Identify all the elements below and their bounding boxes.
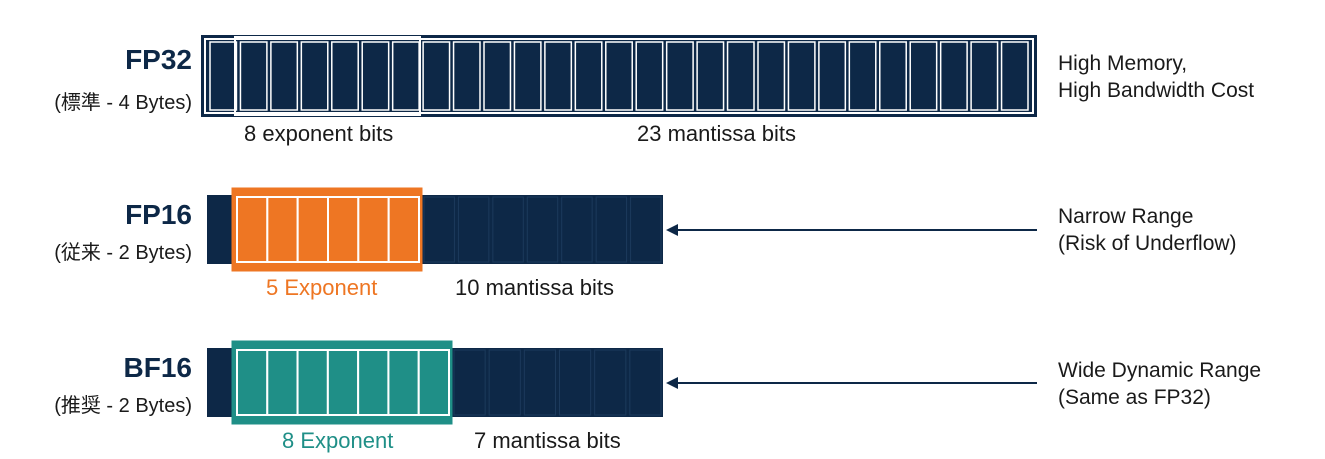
fp32-exponent-bit (331, 41, 359, 111)
fp16-mantissa-label: 10 mantissa bits (455, 275, 614, 300)
fp16-exponent-bit (236, 196, 269, 263)
bf16-mantissa-bit (594, 349, 627, 416)
bf16-note-line1: Wide Dynamic Range (1058, 359, 1262, 382)
fp16-subtitle: (従来 - 2 Bytes) (54, 242, 192, 264)
fp16-exponent-bit (327, 196, 360, 263)
fp32-exponent-bit (239, 41, 268, 111)
bf16-exponent-bit (236, 349, 269, 416)
fp32-mantissa-bit (970, 41, 999, 111)
fp16-mantissa-bit (561, 196, 593, 263)
fp32-mantissa-bit (787, 41, 816, 111)
fp16-exponent-bit (296, 196, 329, 263)
fp32-exponent-bit (270, 41, 299, 111)
fp32-mantissa-bit (513, 41, 542, 111)
bf16-mantissa-bit (629, 349, 662, 416)
fp16-mantissa-bit (595, 196, 628, 263)
fp16-title: FP16 (125, 199, 192, 230)
fp32-mantissa-bit (879, 41, 907, 111)
bf16-note: Wide Dynamic Range (Same as FP32) (1058, 357, 1261, 411)
fp16-mantissa-bit (526, 196, 559, 263)
bf16-mantissa-bit (453, 349, 486, 416)
fp32-exponent-bit (391, 41, 420, 111)
fp16-mantissa-bit (630, 196, 662, 263)
fp32-mantissa-bit (726, 41, 755, 111)
bf16-exponent-bit (387, 349, 420, 416)
fp16-arrow-head-icon (666, 224, 678, 236)
fp32-mantissa-bit (422, 41, 451, 111)
fp32-note-line2: High Bandwidth Cost (1058, 79, 1255, 102)
fp16-note: Narrow Range (Risk of Underflow) (1058, 203, 1237, 257)
bf16-mantissa-bit (559, 349, 592, 416)
fp16-exponent-bit (266, 196, 299, 263)
fp32-exponent-group (234, 36, 421, 116)
fp32-mantissa-bit (605, 41, 633, 111)
bf16-note-line2: (Same as FP32) (1058, 386, 1211, 409)
fp32-mantissa-bit (452, 41, 481, 111)
fp32-mantissa-bit (818, 41, 847, 111)
fp32-title: FP32 (125, 44, 192, 75)
fp32-mantissa-bit (909, 41, 938, 111)
fp32-mantissa-bit (483, 41, 512, 111)
fp32-mantissa-bit (757, 41, 786, 111)
fp32-note: High Memory, High Bandwidth Cost (1058, 50, 1254, 104)
bf16-sign-bit (209, 350, 233, 415)
bf16-mantissa-bit (488, 349, 521, 416)
fp16-note-line2: (Risk of Underflow) (1058, 232, 1237, 255)
fp32-mantissa-bit (848, 41, 877, 111)
fp16-mantissa-bit (492, 196, 524, 263)
fp32-mantissa-bit (939, 41, 968, 111)
bf16-subtitle: (推奨 - 2 Bytes) (54, 395, 192, 417)
fp16-note-line1: Narrow Range (1058, 205, 1194, 228)
fp32-exponent-label: 8 exponent bits (244, 121, 394, 146)
fp32-mantissa-bit (696, 41, 725, 111)
bf16-mantissa-bit (523, 349, 556, 416)
bf16-exponent-bit (326, 349, 360, 416)
fp32-mantissa-bit (574, 41, 603, 111)
bf16-exponent-bit (417, 349, 451, 416)
fp32-exponent-bit (300, 41, 329, 111)
fp32-mantissa-bit (635, 41, 664, 111)
bf16-exponent-label: 8 Exponent (282, 428, 394, 453)
fp16-mantissa-bit (457, 196, 490, 263)
fp16-exponent-bit (387, 196, 420, 263)
fp32-mantissa-bit (665, 41, 694, 111)
bf16-exponent-bit (357, 349, 390, 416)
fp16-mantissa-bit (423, 196, 455, 263)
fp16-exponent-bit (357, 196, 390, 263)
fp32-mantissa-bit (544, 41, 573, 111)
fp32-exponent-bit (361, 41, 390, 111)
bf16-arrow-head-icon (666, 377, 678, 389)
fp32-subtitle: (標準 - 4 Bytes) (54, 92, 192, 114)
bf16-exponent-bit (266, 349, 299, 416)
fp32-outline (204, 38, 1034, 114)
fp32-note-line1: High Memory, (1058, 52, 1188, 75)
bf16-exponent-bit (296, 349, 329, 416)
fp32-mantissa-bit (1000, 41, 1029, 111)
bf16-title: BF16 (123, 352, 192, 383)
fp32-mantissa-label: 23 mantissa bits (637, 121, 796, 146)
fp16-exponent-label: 5 Exponent (266, 275, 378, 300)
fp16-sign-bit (209, 197, 233, 262)
fp32-sign-bit (209, 41, 238, 111)
bf16-mantissa-label: 7 mantissa bits (474, 428, 621, 453)
